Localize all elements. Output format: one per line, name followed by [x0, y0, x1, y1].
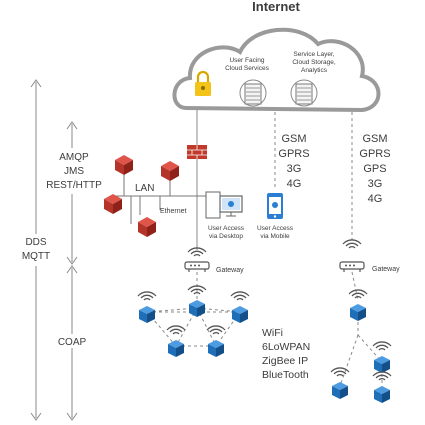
coap-label: COAP	[58, 337, 87, 348]
desktop-icon	[205, 191, 243, 219]
cellular-mid-3g: 3G	[287, 163, 302, 175]
mesh-node-wifi-icon	[230, 291, 250, 301]
tree-links	[339, 310, 383, 390]
gateway-right-label: Gateway	[372, 266, 400, 273]
desktop-label-line2: via Desktop	[209, 233, 243, 240]
user-facing-line1: User Facing	[229, 57, 264, 64]
cellular-mid-gprs: GPRS	[278, 148, 309, 160]
user-facing-line2: Cloud Services	[225, 65, 269, 72]
ethernet-label: Ethernet	[160, 208, 187, 215]
wireless-wifi: WiFi	[262, 327, 283, 339]
cellular-mid-4g: 4G	[287, 178, 302, 190]
wireless-6lowpan: 6LoWPAN	[262, 341, 310, 353]
lan-node-cube	[138, 217, 156, 237]
cloud-shape	[172, 27, 381, 113]
mesh-node-wifi-icon	[166, 325, 186, 335]
cellular-right-gps: GPS	[363, 163, 386, 175]
desktop-label-line1: User Access	[208, 225, 245, 232]
service-layer-line1: Service Layer,	[293, 51, 334, 58]
mobile-phone-icon	[267, 193, 283, 219]
tree-node-wifi-icon	[372, 341, 392, 351]
mesh-node-cube	[232, 306, 248, 323]
lan-node-cube	[115, 155, 133, 175]
gateway-right-down-link	[351, 271, 359, 301]
lan-node-cube	[104, 194, 122, 214]
gateway-right-icon	[339, 261, 365, 273]
tree-node-cube	[350, 304, 366, 321]
tree-node-wifi-icon	[348, 289, 368, 299]
mesh-node-wifi-icon	[187, 285, 207, 295]
service-layer-line2: Cloud Storage,	[292, 59, 336, 66]
mobile-label-line2: via Mobile	[260, 233, 290, 240]
server-icon-service-layer	[290, 79, 318, 107]
lan-label: LAN	[135, 183, 154, 194]
tree-node-cube	[374, 386, 390, 403]
mesh-node-wifi-icon	[137, 291, 157, 301]
cellular-right-gprs: GPRS	[359, 148, 390, 160]
wireless-zigbee-ip: ZigBee IP	[262, 355, 308, 367]
cellular-mid-gsm: GSM	[281, 133, 306, 145]
amqp-label: AMQP	[59, 152, 89, 163]
mesh-node-cube	[168, 340, 184, 357]
cellular-right-gsm: GSM	[362, 133, 387, 145]
mobile-label-line1: User Access	[257, 225, 294, 232]
jms-label: JMS	[64, 166, 84, 177]
dds-label: DDS	[25, 237, 46, 248]
cellular-right-3g: 3G	[368, 178, 383, 190]
mesh-node-cube	[139, 306, 155, 323]
cellular-right-4g: 4G	[368, 193, 383, 205]
lock-icon	[195, 70, 211, 96]
gateway-left-label: Gateway	[216, 267, 244, 274]
mesh-node-cube	[208, 340, 224, 357]
firewall-icon	[187, 145, 207, 159]
internet-title: Internet	[252, 0, 300, 14]
rest-http-label: REST/HTTP	[46, 180, 102, 191]
mesh-node-wifi-icon	[206, 325, 226, 335]
server-icon-user-facing	[239, 79, 267, 107]
service-layer-line3: Analytics	[301, 67, 328, 74]
wireless-bluetooth: BlueTooth	[262, 369, 309, 381]
tree-node-wifi-icon	[330, 367, 350, 377]
mqtt-label: MQTT	[22, 251, 50, 262]
tree-node-cube	[374, 356, 390, 373]
gateway-left-icon	[184, 261, 210, 273]
gateway-right-wifi-icon	[342, 239, 362, 249]
tree-node-cube	[332, 382, 348, 399]
mesh-node-cube	[189, 300, 205, 317]
lan-node-cube	[161, 161, 179, 181]
